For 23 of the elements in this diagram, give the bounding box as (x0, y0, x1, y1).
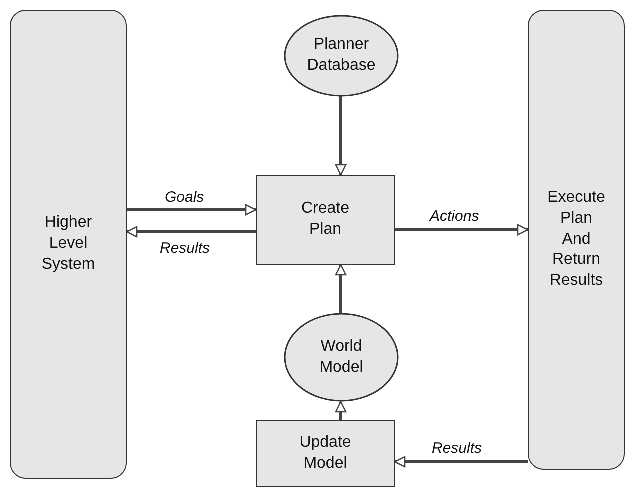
arrow (126, 226, 256, 238)
edge-label: Actions (430, 208, 480, 225)
node-label: Update Model (298, 432, 352, 474)
process-box (256, 420, 395, 487)
process-box (256, 175, 395, 265)
arrow (335, 401, 347, 420)
arrow (395, 224, 529, 236)
system-panel (10, 10, 127, 479)
node-label: Planner Database (306, 35, 377, 76)
node-label: World Model (318, 336, 364, 378)
edge-label: Results (432, 440, 482, 457)
ellipse-node (284, 313, 399, 402)
arrow (335, 264, 347, 313)
ellipse-node (284, 15, 399, 97)
arrow (335, 96, 347, 176)
node-label: Higher Level System (40, 213, 96, 275)
edge-label: Results (160, 240, 210, 257)
arrow (127, 204, 257, 216)
system-panel (528, 10, 625, 470)
edge-label: Goals (165, 189, 204, 206)
arrow (394, 456, 528, 468)
node-label: Execute Plan And Return Results (546, 188, 606, 292)
node-label: Create Plan (300, 199, 351, 240)
